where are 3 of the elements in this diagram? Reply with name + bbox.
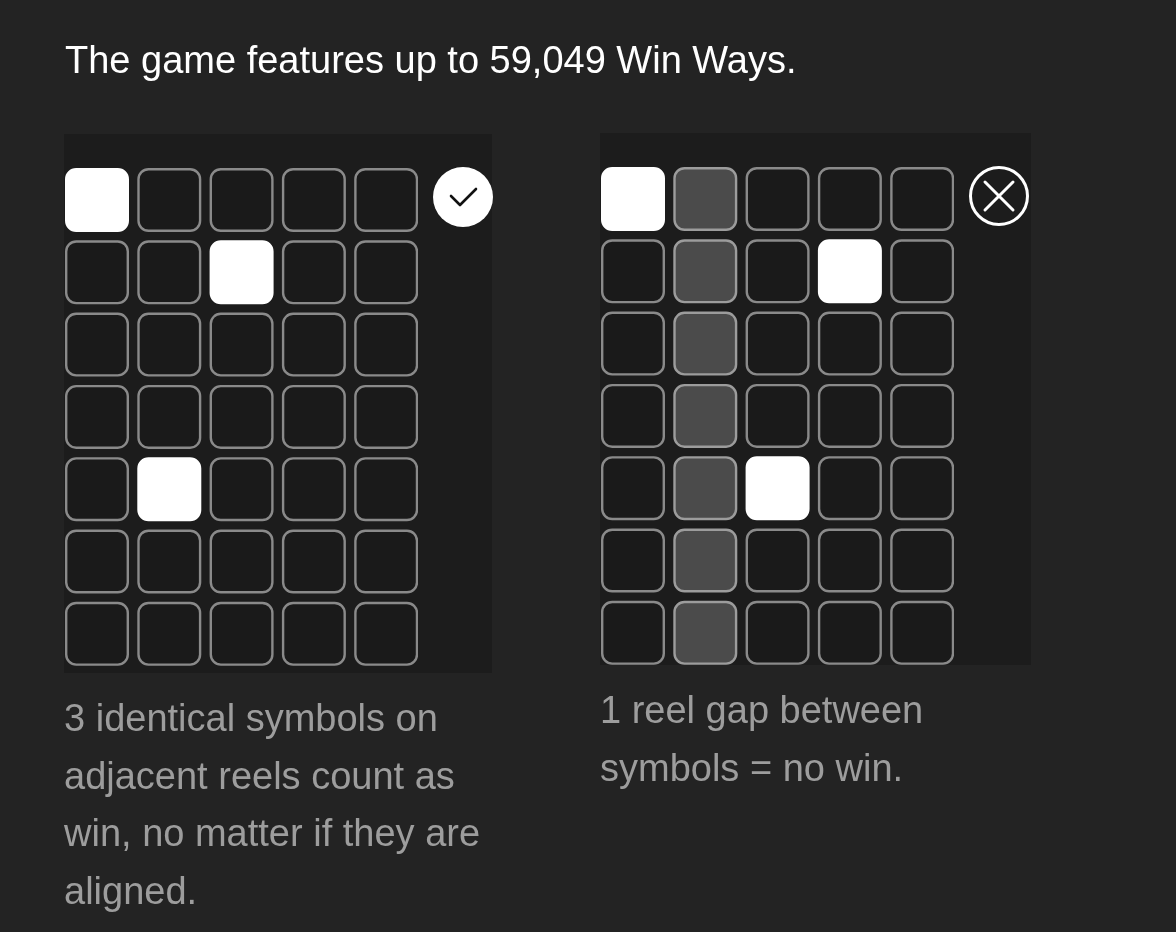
caption-text: 3 identical symbols on adjacent reels count as win, no matter if they are aligned. [64,696,482,914]
heading: The game features up to 59,049 Win Ways. [65,38,797,83]
caption-text: 1 reel gap between symbols = no win. [600,688,925,791]
